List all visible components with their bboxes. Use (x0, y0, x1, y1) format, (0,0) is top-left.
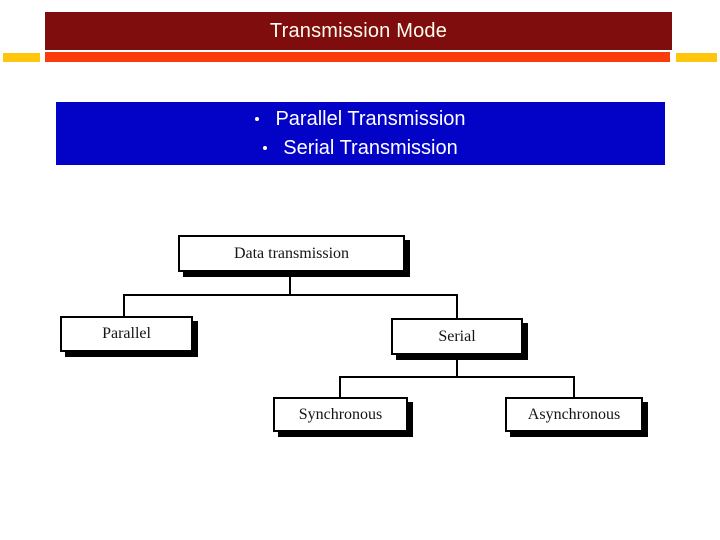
bullet-text: Parallel Transmission (275, 107, 466, 130)
node-parallel: Parallel (60, 316, 193, 352)
node-asynchronous: Asynchronous (505, 397, 643, 432)
page-title: Transmission Mode (269, 19, 448, 42)
connector-async-drop (573, 376, 575, 397)
accent-bar-main (45, 52, 670, 62)
connector-level2-rail (339, 376, 575, 378)
bullet-dot-icon (263, 146, 268, 150)
node-label: Asynchronous (527, 405, 621, 423)
node-data-transmission: Data transmission (178, 235, 405, 272)
connector-serial-drop (456, 294, 458, 318)
connector-serial-stem (456, 355, 458, 378)
bullet-box: Parallel Transmission Serial Transmissio… (56, 102, 665, 165)
slide-title-bar: Transmission Mode (45, 12, 672, 50)
bullet-dot-icon (255, 117, 260, 121)
bullet-item-parallel: Parallel Transmission (255, 107, 466, 132)
accent-bar-right (676, 53, 717, 62)
node-label: Synchronous (298, 405, 383, 423)
node-label: Serial (438, 327, 476, 345)
bullet-text: Serial Transmission (283, 136, 458, 159)
accent-bar-left (3, 53, 40, 62)
bullet-item-serial: Serial Transmission (263, 136, 458, 161)
connector-root-stem (289, 271, 291, 296)
node-label: Parallel (102, 325, 151, 342)
connector-parallel-drop (123, 294, 125, 316)
node-synchronous: Synchronous (273, 397, 408, 432)
connector-sync-drop (339, 376, 341, 397)
node-label: Data transmission (233, 244, 350, 262)
node-serial: Serial (391, 318, 523, 355)
connector-level1-rail (123, 294, 458, 296)
